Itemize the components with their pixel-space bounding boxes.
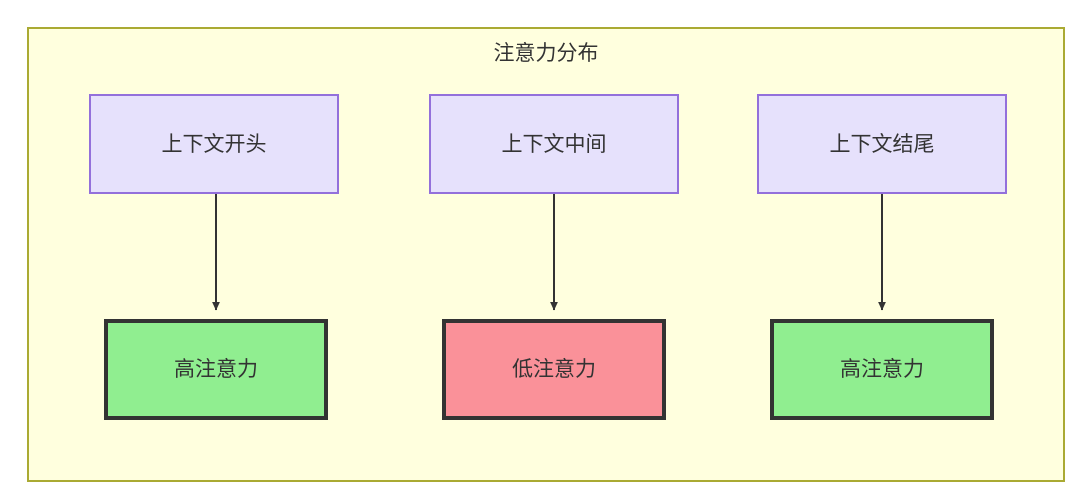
attention-distribution-subgraph: 注意力分布 上下文开头 上下文中间 上下文结尾 高注意力 低注意力 高注意力 [27,27,1065,482]
node-context-start[interactable]: 上下文开头 [89,94,339,194]
node-context-middle[interactable]: 上下文中间 [429,94,679,194]
node-context-end[interactable]: 上下文结尾 [757,94,1007,194]
subgraph-title: 注意力分布 [493,42,599,65]
node-high-attention-end[interactable]: 高注意力 [770,319,994,420]
node-low-attention-middle[interactable]: 低注意力 [442,319,666,420]
node-high-attention-start[interactable]: 高注意力 [104,319,328,420]
